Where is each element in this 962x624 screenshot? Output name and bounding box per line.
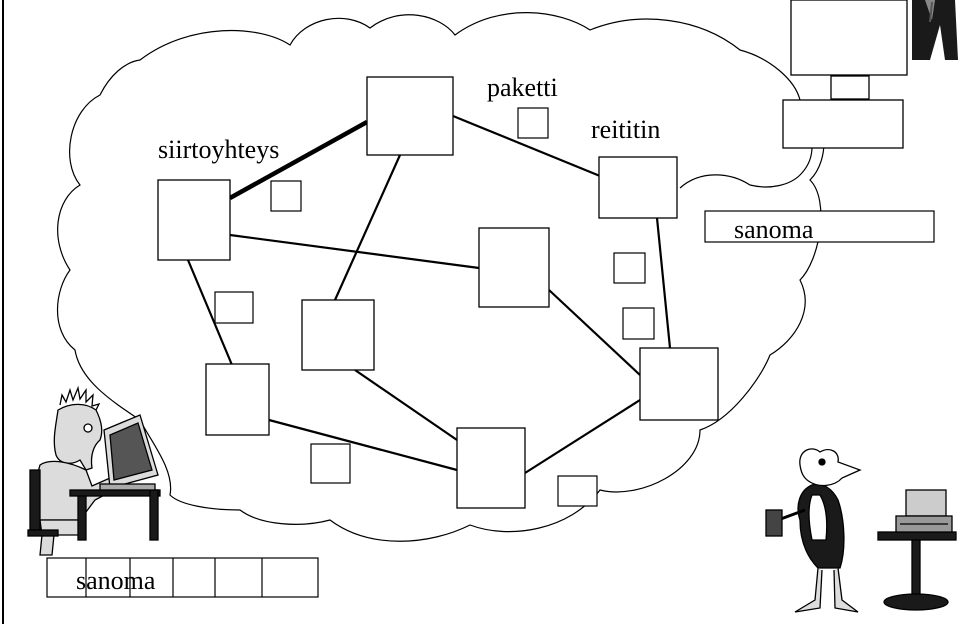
- message-left-text: sanoma: [76, 566, 156, 595]
- router-7: [639, 347, 719, 421]
- message-box-right: [704, 210, 935, 243]
- router-1: [157, 179, 231, 261]
- link-r4-r7: [548, 289, 641, 376]
- router-8: [456, 427, 526, 509]
- link-r2-r5: [333, 154, 402, 301]
- link-r3-r7: [655, 217, 672, 349]
- link-r5-r8: [354, 369, 458, 441]
- link-r1-r4: [229, 233, 480, 270]
- link-r1-r2: [228, 120, 369, 200]
- packets: [214, 107, 655, 507]
- person-with-monitor-icon: [782, 0, 958, 149]
- packet-5: [622, 307, 655, 340]
- message-right-text: sanoma: [734, 215, 814, 244]
- router-6: [205, 363, 270, 436]
- link-r8-r7: [524, 399, 641, 474]
- bird-with-hammer-and-computer-icon: [765, 448, 957, 613]
- router-5: [301, 299, 375, 371]
- routers: [157, 76, 719, 509]
- message-box-left: [46, 557, 319, 598]
- packet-4: [613, 252, 646, 284]
- link-r6-r8: [268, 418, 458, 472]
- packet-2: [270, 180, 302, 212]
- packet-3: [214, 291, 254, 324]
- network-links: [186, 114, 672, 474]
- router-3: [598, 156, 678, 219]
- person-at-computer-icon: [27, 385, 161, 556]
- router-4: [478, 227, 550, 308]
- link-r2-r3: [452, 114, 601, 178]
- packet-7: [557, 475, 598, 507]
- label-packet: paketti: [487, 73, 558, 102]
- cloud-exit-curve: [679, 124, 813, 189]
- router-2: [366, 76, 454, 156]
- packet-6: [310, 443, 351, 484]
- label-router: reititin: [591, 115, 660, 144]
- link-r1-r6: [186, 259, 234, 366]
- label-link: siirtoyhteys: [158, 135, 279, 164]
- packet-1: [517, 107, 549, 139]
